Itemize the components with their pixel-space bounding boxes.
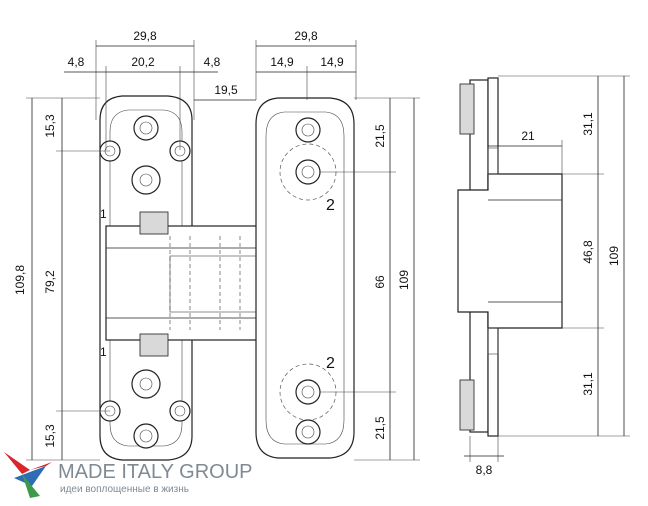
dim-left-bottom-hole: 15,3: [43, 424, 57, 448]
side-view: [457, 77, 563, 437]
dim-side-base: 8,8: [476, 463, 493, 477]
dim-side-top: 31,1: [581, 112, 595, 136]
left-bottom-number: 1: [100, 345, 107, 359]
brand-tagline: идеи воплощенные в жизнь: [60, 484, 189, 495]
dim-top-total-right: 29,8: [294, 29, 318, 43]
dim-side-total: 109: [607, 246, 621, 266]
brand-logo: MADE ITALY GROUP идеи воплощенные в жизн…: [4, 452, 252, 498]
dimension-lines: [26, 40, 630, 462]
dim-mid-top: 21,5: [373, 124, 387, 148]
dimension-labels: 29,8 4,8 20,2 4,8 19,5 29,8 14,9 14,9 15…: [13, 29, 621, 477]
dim-left-inner: 79,2: [43, 270, 57, 294]
dim-side-bottom: 31,1: [581, 372, 595, 396]
dim-center-width: 20,2: [131, 55, 155, 69]
right-top-number: 2: [326, 197, 335, 214]
dim-left-total: 109,8: [13, 265, 27, 295]
dim-top-total-left: 29,8: [133, 29, 157, 43]
dim-mid-center: 66: [373, 275, 387, 289]
dim-mid-bottom: 21,5: [373, 416, 387, 440]
dim-side-center: 46,8: [581, 240, 595, 264]
right-bottom-number: 2: [326, 355, 335, 372]
dim-gap: 19,5: [214, 83, 238, 97]
dim-half-left: 14,9: [270, 55, 294, 69]
dim-half-right: 14,9: [320, 55, 344, 69]
dim-side-depth: 21: [521, 129, 535, 143]
dim-mid-total: 109: [397, 270, 411, 290]
dim-right-margin: 4,8: [204, 55, 221, 69]
dim-left-margin: 4,8: [68, 55, 85, 69]
left-top-number: 1: [100, 207, 107, 221]
dim-left-top-hole: 15,3: [43, 114, 57, 138]
right-plate-view: 2 2: [255, 97, 355, 459]
brand-name: MADE ITALY GROUP: [58, 461, 252, 483]
brand-logo-icon: [4, 452, 52, 498]
